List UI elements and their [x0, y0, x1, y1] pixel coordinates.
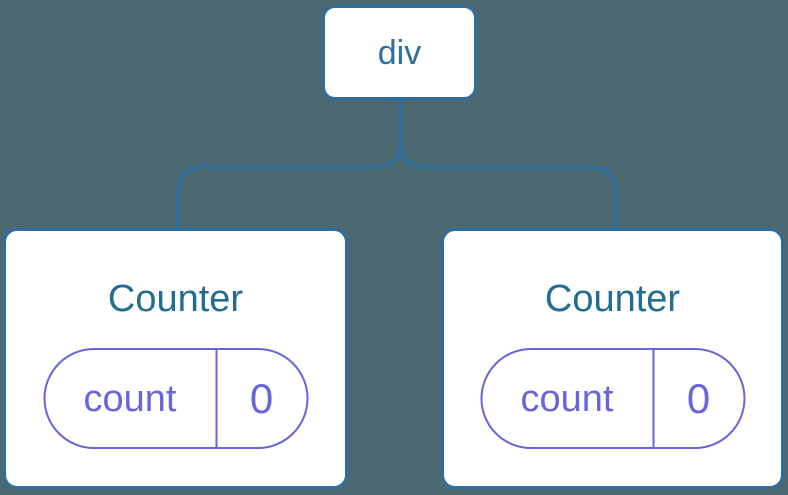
- connector-left-branch: [176, 98, 403, 230]
- component-card-right: Counter count 0: [441, 228, 784, 489]
- root-node: div: [322, 5, 477, 100]
- state-pill: count 0: [480, 348, 745, 449]
- state-key: count: [520, 377, 614, 420]
- connector-right-branch: [398, 98, 618, 230]
- component-title: Counter: [544, 278, 681, 320]
- component-title: Counter: [107, 278, 244, 320]
- component-card-left: Counter count 0: [3, 228, 348, 489]
- state-value: 0: [652, 350, 743, 447]
- state-key: count: [83, 377, 177, 420]
- state-value: 0: [215, 350, 306, 447]
- root-node-label: div: [377, 33, 422, 72]
- state-pill: count 0: [43, 348, 308, 449]
